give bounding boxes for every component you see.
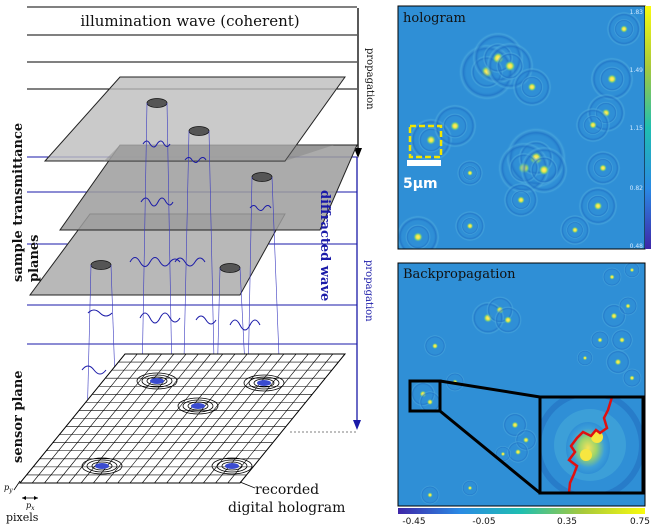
object-2 [188,126,210,136]
px-label: px [26,501,35,512]
zoom-line-bottom [439,409,541,495]
svg-text:0.75: 0.75 [630,517,650,527]
recorded-label-1: recorded [255,482,319,498]
object-1 [146,98,168,108]
sensor-grid [18,353,347,484]
propagation-top-label: propagation [364,48,375,110]
svg-text:1.83: 1.83 [630,9,644,16]
recorded-label-2: digital hologram [228,500,345,516]
fringe-1 [136,372,178,390]
boundary-contour [567,397,614,493]
pixel-pitch: py px [4,480,38,512]
diffracted-wave-label: diffracted wave [317,190,332,301]
svg-text:0.35: 0.35 [557,517,577,527]
scale-bar-label: 5µm [403,176,438,192]
object-4 [90,260,112,270]
illumination-label: illumination wave (coherent) [80,12,299,30]
backprop-panel: Backpropagation -0.45 -0.05 0.35 0.75 [397,262,650,527]
py-label: py [4,483,13,494]
svg-text:1.49: 1.49 [630,67,644,74]
sensor-plane-label: sensor plane [11,370,26,463]
svg-text:0.48: 0.48 [630,243,644,250]
sensor-fringes [81,372,285,475]
svg-text:-0.45: -0.45 [402,517,425,527]
hologram-colorbar-ticks: 1.83 1.49 1.15 0.82 0.48 [630,9,644,250]
fringe-4 [81,457,123,475]
plane-overlap [104,145,334,161]
propagation-arrow-diffracted [290,157,361,433]
fringe-5 [211,457,253,475]
sample-plane-1 [43,76,346,162]
zoom-source-box [408,379,442,413]
fringe-3 [243,374,285,392]
scale-bar [407,160,441,166]
sample-planes-label-2: planes [27,235,42,283]
pixels-label: pixels [6,511,39,524]
object-5 [219,263,241,273]
backprop-colorbar [398,508,645,514]
backprop-title: Backpropagation [403,267,516,282]
fringe-2 [177,397,219,415]
svg-text:1.15: 1.15 [630,125,644,132]
object-3 [251,172,273,182]
svg-text:-0.05: -0.05 [472,517,495,527]
sample-planes-label-1: sample transmittance [11,123,26,282]
hologram-title: hologram [403,11,466,26]
zoom-line-top [439,379,541,399]
zoom-inset [538,395,645,495]
backprop-colorbar-ticks: -0.45 -0.05 0.35 0.75 [402,517,650,527]
hologram-panel: 1.83 1.49 1.15 0.82 0.48 hologram 5µm [397,5,651,250]
propagation-arrow-top [354,8,362,158]
highlight-box [408,124,443,159]
hologram-colorbar [645,6,651,249]
propagation-bottom-label: propagation [363,260,374,322]
schematic: illumination wave (coherent) propagation [4,6,375,524]
svg-text:0.82: 0.82 [630,185,644,192]
